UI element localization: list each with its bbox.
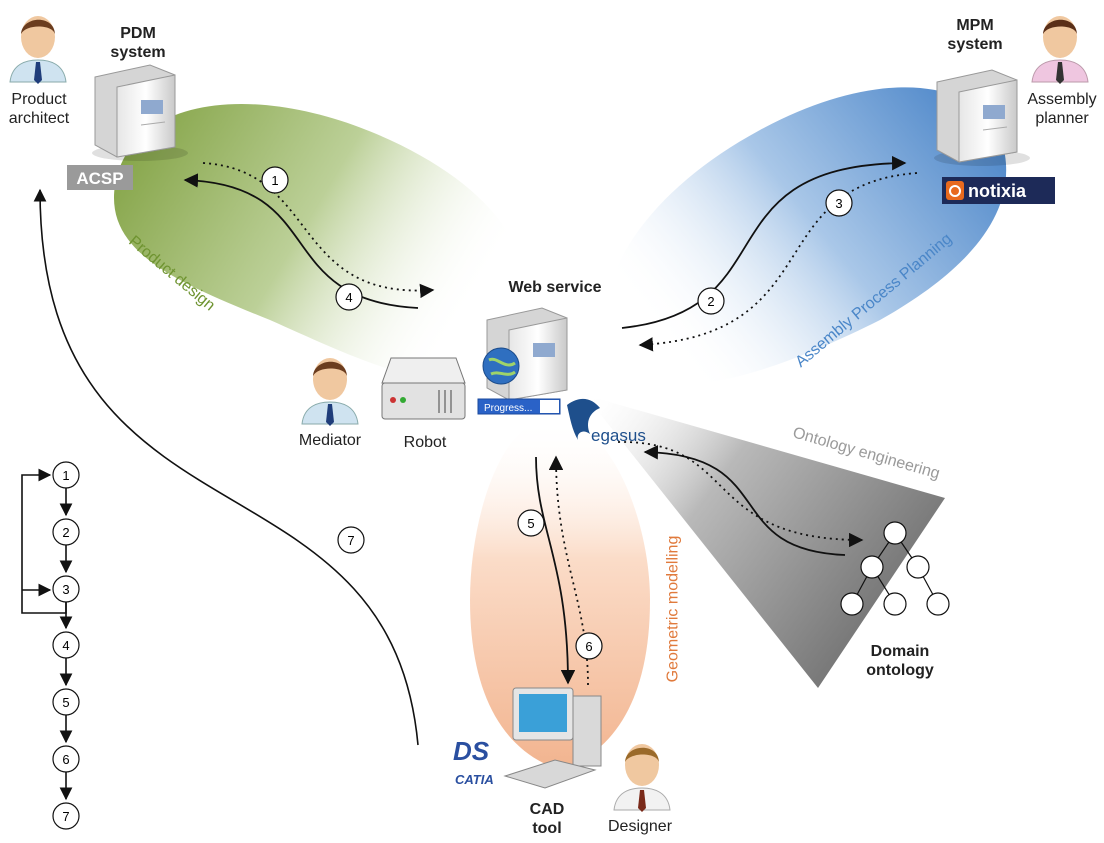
- step-marker-3: 3: [825, 189, 853, 217]
- sequence-step-1: 1: [52, 461, 80, 489]
- sequence-step-2: 2: [52, 518, 80, 546]
- sequence-step-3: 3: [52, 575, 80, 603]
- product-design-area: [113, 104, 528, 381]
- product-architect-icon: [9, 16, 67, 84]
- svg-text:6: 6: [62, 752, 69, 767]
- svg-text:7: 7: [62, 809, 69, 824]
- flow-2: [621, 155, 907, 329]
- product-architect-label: Product architect: [8, 91, 70, 127]
- sequence-step-4: 4: [52, 631, 80, 659]
- svg-text:egasus: egasus: [591, 426, 646, 445]
- geometric-modelling-area-label: Geometric modelling: [664, 535, 682, 683]
- cad-tool-label: CAD tool: [529, 801, 565, 837]
- web-service-label: Web service: [508, 279, 602, 296]
- robot-label: Robot: [403, 434, 447, 451]
- sequence-step-7: 7: [52, 802, 80, 830]
- flow-7: [33, 188, 419, 746]
- domain-ontology-tree-icon: [840, 521, 950, 616]
- egasus-logo: egasus: [567, 398, 646, 445]
- domain-ontology-label: Domain ontology: [866, 643, 934, 679]
- designer-icon: [613, 744, 671, 812]
- step-marker-5: 5: [517, 509, 545, 537]
- sequence-step-5: 5: [52, 688, 80, 716]
- step-marker-7: 7: [337, 526, 365, 554]
- assembly-planner-icon: [1031, 16, 1089, 84]
- pdm-server-icon: [92, 64, 188, 161]
- catia-logo: DS CATIA: [453, 736, 494, 787]
- web-service-server-icon: [482, 307, 568, 401]
- notixia-logo: notixia: [942, 177, 1055, 204]
- step-marker-4: 4: [335, 283, 363, 311]
- sequence-diagram: 1 2 3 4 5 6 7: [21, 461, 80, 830]
- sequence-step-6: 6: [52, 745, 80, 773]
- progress-bar: Progress...: [477, 398, 561, 415]
- step-marker-1: 1: [261, 166, 289, 194]
- svg-text:notixia: notixia: [968, 181, 1027, 201]
- acsp-logo: ACSP: [67, 165, 133, 190]
- flow-ontology-dotted: [617, 441, 864, 548]
- designer-label: Designer: [607, 818, 673, 835]
- svg-text:DS: DS: [453, 736, 490, 766]
- step-marker-2: 2: [697, 287, 725, 315]
- flow-4: [183, 173, 419, 309]
- svg-text:6: 6: [585, 639, 592, 654]
- svg-text:Progress...: Progress...: [484, 403, 532, 414]
- svg-text:1: 1: [62, 468, 69, 483]
- svg-text:7: 7: [347, 533, 354, 548]
- mediator-label: Mediator: [298, 432, 362, 449]
- mpm-server-icon: [934, 69, 1030, 166]
- svg-text:3: 3: [835, 196, 842, 211]
- svg-text:3: 3: [62, 582, 69, 597]
- svg-text:4: 4: [345, 290, 352, 305]
- svg-text:2: 2: [62, 525, 69, 540]
- mediator-icon: [301, 358, 359, 426]
- step-marker-6: 6: [575, 632, 603, 660]
- svg-text:4: 4: [62, 638, 69, 653]
- svg-text:2: 2: [707, 294, 714, 309]
- flow-3: [638, 172, 918, 352]
- svg-text:ACSP: ACSP: [76, 169, 123, 188]
- flow-5: [535, 456, 576, 685]
- geometric-modelling-area: [470, 418, 650, 770]
- robot-icon: [381, 357, 466, 420]
- svg-text:1: 1: [271, 173, 278, 188]
- mpm-system-label: MPM system: [947, 17, 1003, 53]
- svg-text:CATIA: CATIA: [455, 772, 494, 787]
- cad-workstation-icon: [503, 687, 602, 789]
- svg-text:5: 5: [62, 695, 69, 710]
- svg-text:5: 5: [527, 516, 534, 531]
- pdm-system-label: PDM system: [110, 25, 166, 61]
- assembly-planner-label: Assembly planner: [1027, 91, 1097, 127]
- flow-ontology-solid: [643, 445, 846, 556]
